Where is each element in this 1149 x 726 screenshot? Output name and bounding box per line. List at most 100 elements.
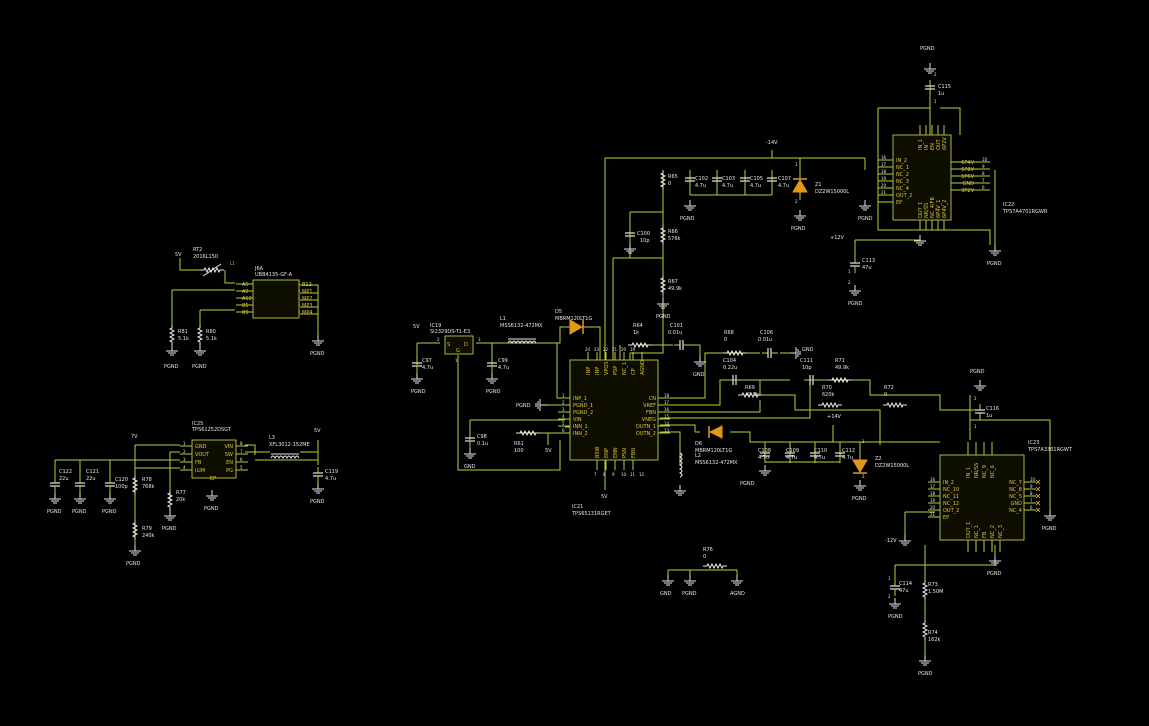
svg-text:C98: C98: [477, 434, 487, 440]
svg-text:XFL3012-152ME: XFL3012-152ME: [269, 442, 310, 448]
svg-text:C100: C100: [637, 231, 650, 237]
gnd-l2: [673, 484, 687, 496]
svg-text:0.01u: 0.01u: [758, 337, 772, 343]
svg-text:49.9k: 49.9k: [668, 286, 682, 292]
svg-text:GND: GND: [802, 347, 814, 353]
svg-text:PGND: PGND: [848, 301, 863, 307]
ic22-pin-label: OUT_1: [918, 202, 924, 218]
ic19[interactable]: S D G 2 3 1 IC19 SI2329DS-T1-E3: [430, 323, 481, 363]
ic23-pin-label: FB: [982, 531, 988, 538]
ic23-pin-label: NR/SS: [974, 463, 980, 478]
ic23-pin-num: 16: [930, 477, 936, 482]
gnd-c119: PGND: [310, 482, 325, 505]
ic22-pin-label: GND: [963, 181, 975, 187]
ic21-pin-label: PGND_2: [573, 410, 593, 416]
ic23-ref: IC23: [1028, 440, 1039, 446]
svg-text:47u: 47u: [862, 265, 872, 271]
nc-marker: [1035, 493, 1041, 499]
svg-text:1u: 1u: [986, 413, 992, 419]
zener-z1[interactable]: Z1 DZ2W15000L: [792, 178, 849, 195]
ic21-pin-num: 24: [585, 347, 591, 352]
ptc-rt2[interactable]: RT2 2016L150: [193, 247, 225, 277]
svg-text:MBRM120LT1G: MBRM120LT1G: [695, 448, 732, 454]
ic23-pin-label: NC_7: [1009, 480, 1022, 486]
svg-text:PGND: PGND: [656, 314, 671, 320]
svg-text:5V: 5V: [314, 428, 321, 434]
svg-text:AGND: AGND: [730, 591, 745, 597]
svg-text:C108: C108: [758, 448, 771, 454]
ic22-pin-label: EN: [930, 143, 936, 150]
svg-text:-14V: -14V: [766, 140, 778, 146]
ic25-pin-num: 8: [240, 441, 243, 446]
diode-d6[interactable]: D6 MBRM120LT1G: [695, 425, 732, 454]
ic23-pin-num: 18: [930, 491, 936, 496]
svg-text:4.7u: 4.7u: [750, 183, 761, 189]
zener-z2[interactable]: Z2 DZ2W15000L: [852, 456, 909, 474]
ic22-pin-label: OUT: [936, 138, 942, 150]
ic23-pin-label: NC_9: [982, 465, 988, 478]
svg-text:C115: C115: [938, 84, 951, 90]
svg-text:PGND: PGND: [791, 226, 806, 232]
ic22-pin-num: 17: [881, 162, 887, 167]
ic22-pin-label: 6P4V_2: [942, 200, 948, 218]
diode-d5[interactable]: D5 MBRM120LT1G: [555, 309, 592, 335]
svg-text:GND: GND: [464, 464, 476, 470]
svg-text:4.7u: 4.7u: [695, 183, 706, 189]
ic22-pin-num: 7: [982, 178, 985, 183]
ic23-pin-num: 21: [930, 512, 936, 517]
svg-text:D5: D5: [555, 309, 562, 315]
svg-text:1u: 1u: [938, 91, 944, 97]
gnd-r77: PGND: [162, 509, 177, 532]
